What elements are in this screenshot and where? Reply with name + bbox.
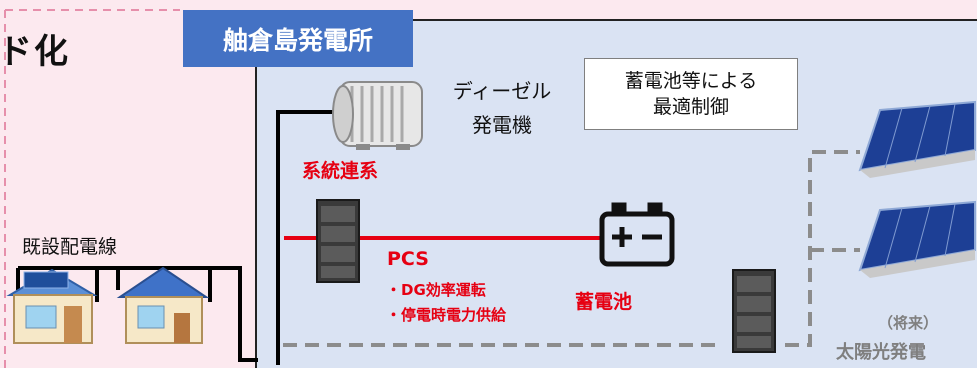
control-box-line1: 蓄電池等による <box>624 70 758 92</box>
plant-name-label: 舳倉島発電所 <box>183 10 413 67</box>
diesel-label-line1: ディーゼル <box>452 79 552 103</box>
diesel-generator-icon <box>332 81 423 150</box>
solar-panel-icon <box>858 200 976 278</box>
house-with-solar-icon <box>6 268 98 344</box>
diesel-generator-label: ディーゼル 発電機 <box>432 74 572 142</box>
feeder-line <box>16 110 338 365</box>
pcs-function-item: ・停電時電力供給 <box>386 306 507 324</box>
control-box-line2: 最適制御 <box>652 96 729 118</box>
battery-icon <box>599 202 675 267</box>
pcs-rack-icon <box>316 199 360 283</box>
house-icon <box>116 266 210 344</box>
title-fragment: ド化 <box>0 32 70 72</box>
future-pv-lines <box>283 150 860 347</box>
pv-future-label: （将来） <box>878 314 939 332</box>
pcs-label: PCS <box>387 248 429 270</box>
pv-label: 太陽光発電 <box>836 342 926 363</box>
control-box: 蓄電池等による 最適制御 <box>584 58 798 130</box>
pv-pcs-rack-icon <box>732 269 776 353</box>
battery-label: 蓄電池 <box>575 291 633 313</box>
diesel-label-line2: 発電機 <box>472 113 532 137</box>
grid-link-label: 系統連系 <box>302 160 379 182</box>
solar-panel-icon <box>858 100 976 178</box>
feeder-label: 既設配電線 <box>22 236 118 258</box>
pcs-function-item: ・DG効率運転 <box>386 281 486 299</box>
